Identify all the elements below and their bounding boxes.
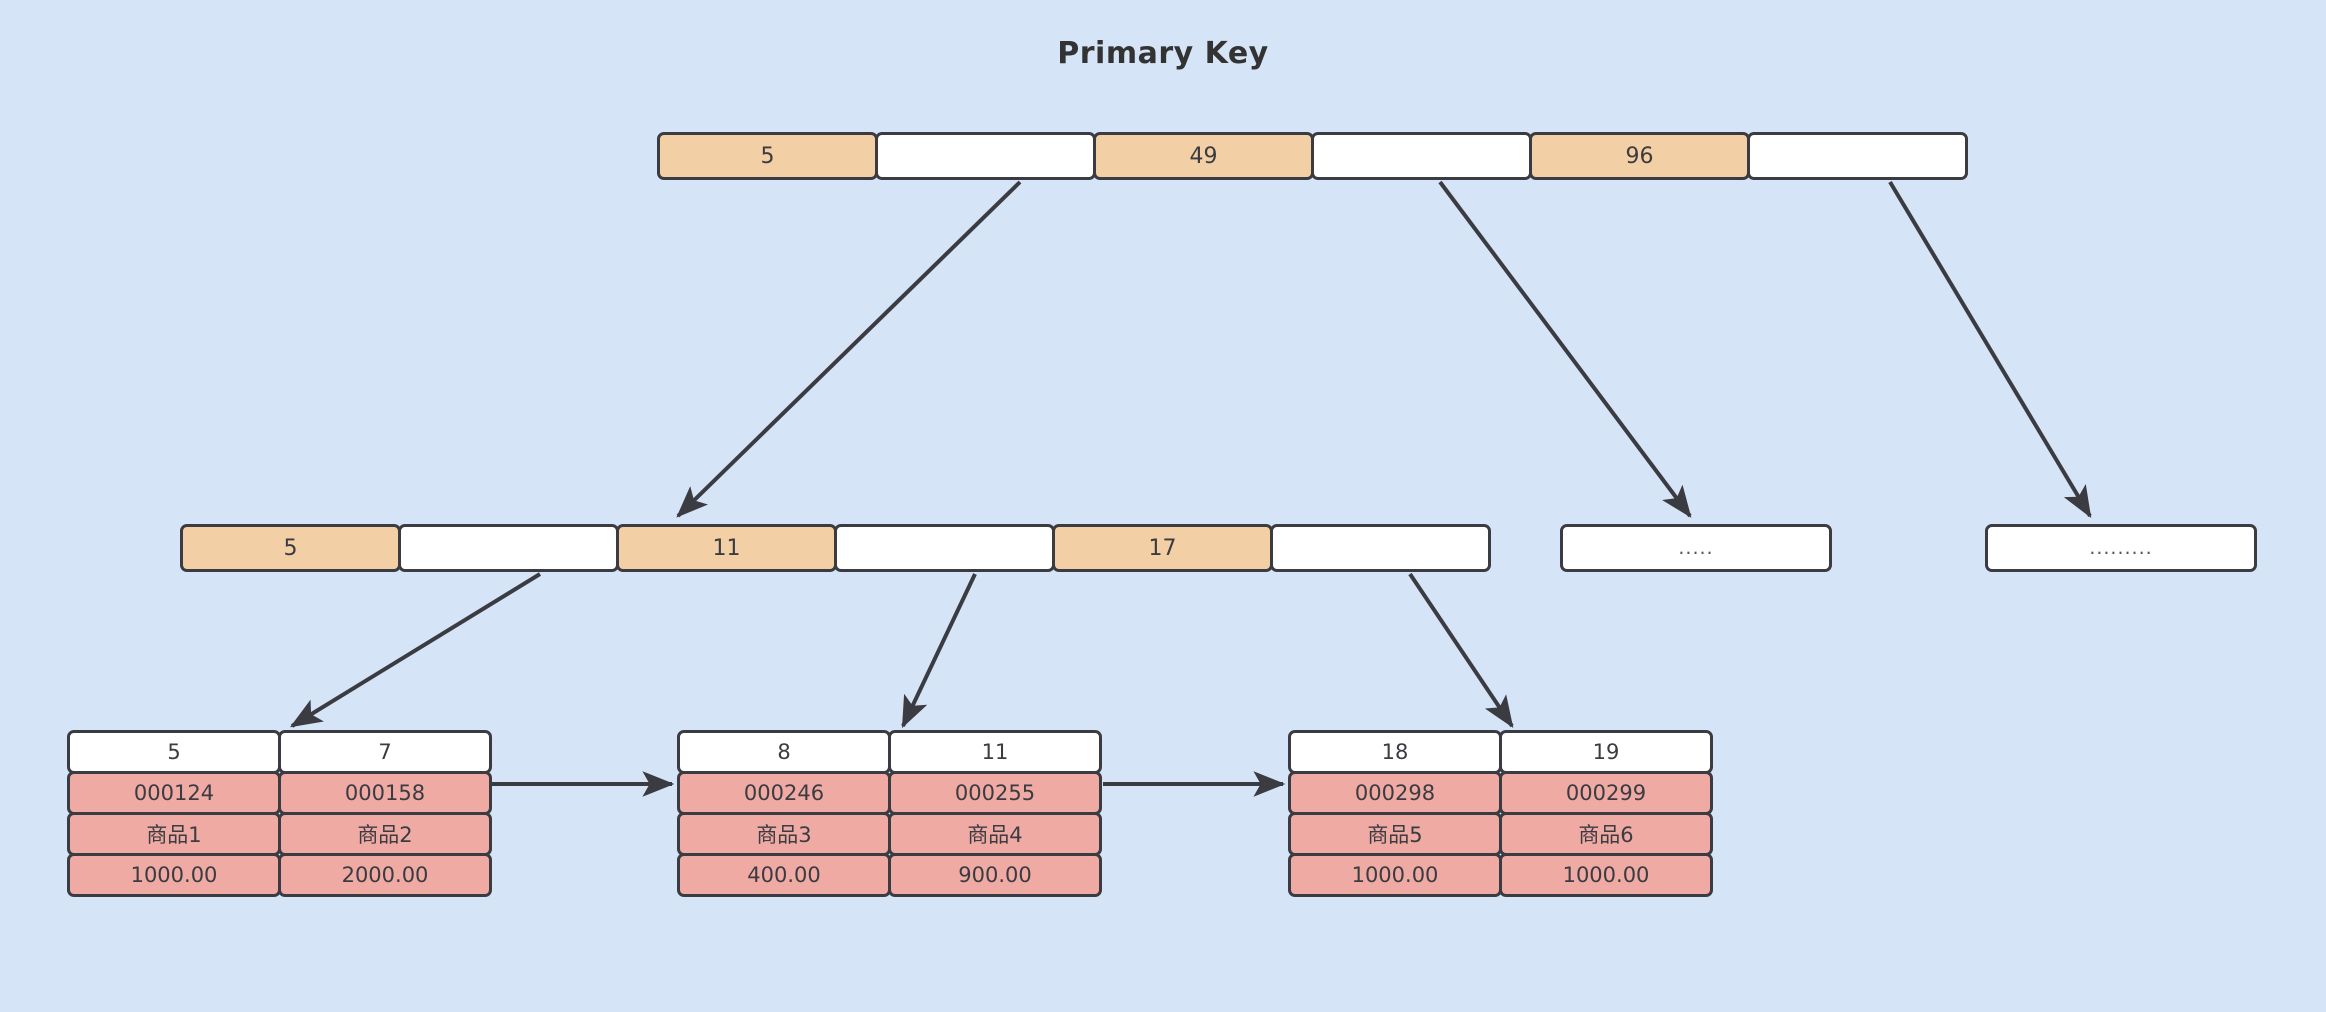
arrow-internal-to-leaf-1 xyxy=(289,572,542,728)
leaf-3-product-0[interactable]: 商品5 xyxy=(1288,812,1502,856)
leaf-3-key-0[interactable]: 18 xyxy=(1288,730,1502,774)
leaf-2-id-0[interactable]: 000246 xyxy=(677,771,891,815)
internal-index-node: 5 11 17 xyxy=(180,524,1491,572)
leaf-2-data-row-2: 400.00 900.00 xyxy=(677,853,1102,897)
leaf-3-id-0[interactable]: 000298 xyxy=(1288,771,1502,815)
arrow-root-to-ellipsis-middle xyxy=(1438,180,1692,518)
leaf-3-price-0[interactable]: 1000.00 xyxy=(1288,853,1502,897)
leaf-1-id-0[interactable]: 000124 xyxy=(67,771,281,815)
leaf-2-data-row-0: 000246 000255 xyxy=(677,771,1102,815)
arrow-internal-to-leaf-2 xyxy=(901,573,977,729)
leaf-node-1: 5 7 000124 000158 商品1 商品2 1000.00 2000.0… xyxy=(67,730,492,897)
leaf-3-data-row-2: 1000.00 1000.00 xyxy=(1288,853,1713,897)
leaf-node-2: 8 11 000246 000255 商品3 商品4 400.00 900.00 xyxy=(677,730,1102,897)
leaf-3-key-1[interactable]: 19 xyxy=(1499,730,1713,774)
internal-pointer-cell-0[interactable] xyxy=(398,524,619,572)
root-pointer-cell-2[interactable] xyxy=(1747,132,1968,180)
leaf-2-price-1[interactable]: 900.00 xyxy=(888,853,1102,897)
leaf-2-product-0[interactable]: 商品3 xyxy=(677,812,891,856)
internal-key-cell-2[interactable]: 17 xyxy=(1052,524,1273,572)
root-pointer-cell-1[interactable] xyxy=(1311,132,1532,180)
leaf-1-key-row: 5 7 xyxy=(67,730,492,774)
leaf-1-price-0[interactable]: 1000.00 xyxy=(67,853,281,897)
internal-key-cell-0[interactable]: 5 xyxy=(180,524,401,572)
leaf-2-product-1[interactable]: 商品4 xyxy=(888,812,1102,856)
internal-pointer-cell-1[interactable] xyxy=(834,524,1055,572)
leaf-1-id-1[interactable]: 000158 xyxy=(278,771,492,815)
leaf-2-id-1[interactable]: 000255 xyxy=(888,771,1102,815)
leaf-3-product-1[interactable]: 商品6 xyxy=(1499,812,1713,856)
leaf-3-data-row-0: 000298 000299 xyxy=(1288,771,1713,815)
root-key-cell-0[interactable]: 5 xyxy=(657,132,878,180)
leaf-2-price-0[interactable]: 400.00 xyxy=(677,853,891,897)
leaf-node-3: 18 19 000298 000299 商品5 商品6 1000.00 1000… xyxy=(1288,730,1713,897)
root-key-cell-1[interactable]: 49 xyxy=(1093,132,1314,180)
ellipsis-node-right[interactable]: ......... xyxy=(1985,524,2257,572)
leaf-2-data-row-1: 商品3 商品4 xyxy=(677,812,1102,856)
leaf-1-data-row-0: 000124 000158 xyxy=(67,771,492,815)
leaf-3-id-1[interactable]: 000299 xyxy=(1499,771,1713,815)
leaf-1-data-row-1: 商品1 商品2 xyxy=(67,812,492,856)
root-key-cell-2[interactable]: 96 xyxy=(1529,132,1750,180)
internal-pointer-cell-2[interactable] xyxy=(1270,524,1491,572)
ellipsis-node-middle[interactable]: ..... xyxy=(1560,524,1832,572)
leaf-3-key-row: 18 19 xyxy=(1288,730,1713,774)
leaf-2-key-0[interactable]: 8 xyxy=(677,730,891,774)
leaf-1-data-row-2: 1000.00 2000.00 xyxy=(67,853,492,897)
leaf-1-key-1[interactable]: 7 xyxy=(278,730,492,774)
root-pointer-cell-0[interactable] xyxy=(875,132,1096,180)
arrow-root-to-ellipsis-right xyxy=(1888,180,2092,519)
arrow-internal-to-leaf-3 xyxy=(1408,572,1514,728)
internal-key-cell-1[interactable]: 11 xyxy=(616,524,837,572)
leaf-2-key-row: 8 11 xyxy=(677,730,1102,774)
leaf-1-product-0[interactable]: 商品1 xyxy=(67,812,281,856)
leaf-3-price-1[interactable]: 1000.00 xyxy=(1499,853,1713,897)
leaf-1-key-0[interactable]: 5 xyxy=(67,730,281,774)
arrow-root-to-internal-1 xyxy=(676,180,1022,518)
page-title: Primary Key xyxy=(1057,36,1269,71)
leaf-3-data-row-1: 商品5 商品6 xyxy=(1288,812,1713,856)
leaf-2-key-1[interactable]: 11 xyxy=(888,730,1102,774)
leaf-1-product-1[interactable]: 商品2 xyxy=(278,812,492,856)
leaf-1-price-1[interactable]: 2000.00 xyxy=(278,853,492,897)
root-index-node: 5 49 96 xyxy=(657,132,1968,180)
